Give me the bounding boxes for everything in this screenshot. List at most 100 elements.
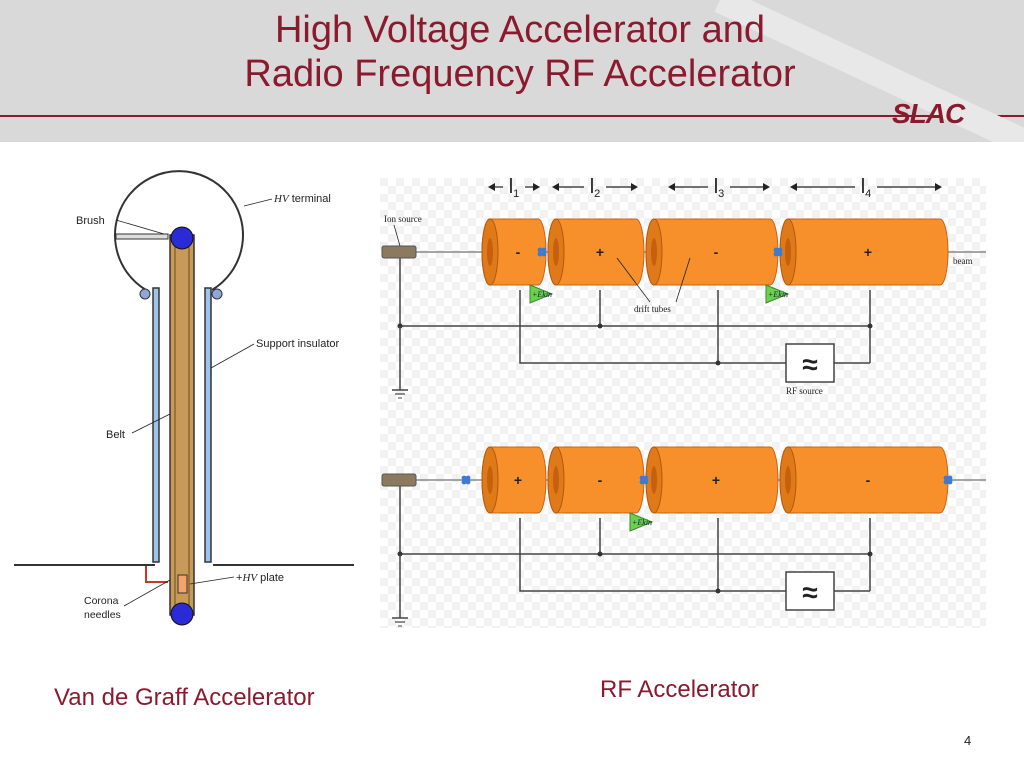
gap-arrowhead	[533, 183, 540, 191]
hv-plate	[177, 574, 188, 594]
slac-logo: SLAC	[892, 98, 965, 129]
gap-arrowhead	[790, 183, 797, 191]
drift-tube	[547, 446, 645, 514]
label-corona-line-2: needles	[84, 609, 121, 621]
tube-polarity: -	[516, 244, 521, 260]
tube-polarity: +	[596, 244, 604, 260]
hv-terminal-dome	[114, 170, 244, 291]
header-decoration	[0, 0, 1024, 142]
drift-tube-bore	[785, 238, 791, 266]
label-hv-plate-prefix: +	[236, 572, 242, 584]
bus-line-lower	[519, 290, 786, 364]
gap-label: l4	[790, 178, 942, 200]
drift-tube	[481, 446, 547, 514]
support-insulator-right	[204, 287, 212, 563]
gap-label-text: l2	[590, 178, 601, 200]
bus-line-upper	[399, 486, 871, 555]
polarity-labels-top: - + - +	[516, 244, 872, 260]
energy-label: +Ekin	[768, 290, 788, 299]
top-pulley	[170, 226, 194, 250]
label-terminal-text: terminal	[289, 193, 331, 205]
belt	[169, 234, 195, 616]
page-number: 4	[964, 733, 972, 748]
junction	[867, 551, 873, 557]
tube-polarity: -	[866, 472, 871, 488]
energy-arrow	[765, 284, 790, 304]
corona-needles	[145, 566, 168, 583]
ion-source-bottom	[381, 473, 417, 487]
stage-top: -+-+ +Ekin +Ekin beam drift tubes ≈ RF s…	[381, 218, 986, 399]
gap-label-text: l1	[509, 178, 520, 200]
drift-tube	[547, 218, 645, 286]
slide-title: High Voltage Accelerator and Radio Frequ…	[120, 8, 920, 96]
tube-polarity: +	[864, 244, 872, 260]
tube-polarity: +	[712, 472, 720, 488]
rf-source-symbol: ≈	[802, 577, 817, 608]
tube-polarity: -	[714, 244, 719, 260]
gap-arrowhead	[935, 183, 942, 191]
drift-tube-bore	[651, 238, 657, 266]
gap-arrowhead	[631, 183, 638, 191]
gap-label-text: l4	[861, 178, 872, 200]
junction	[715, 588, 721, 594]
drift-tubes-top	[481, 218, 949, 286]
van-de-graff-caption: Van de Graff Accelerator	[54, 684, 315, 711]
leader-corona	[123, 579, 171, 607]
gap-arrowhead	[668, 183, 675, 191]
leader-drift-tubes	[616, 257, 651, 303]
drift-tube	[645, 446, 779, 514]
bus-line-upper	[399, 258, 871, 327]
label-hv-italic: HV	[273, 193, 290, 205]
junction	[715, 360, 721, 366]
label-hv-plate: +HV plate	[236, 572, 284, 584]
label-rf-source: RF source	[786, 386, 823, 396]
support-insulator-left	[152, 287, 160, 563]
slide-header: High Voltage Accelerator and Radio Frequ…	[0, 0, 1024, 142]
drift-tube-bore	[487, 466, 493, 494]
rf-accelerator-caption: RF Accelerator	[600, 676, 759, 703]
drift-tube-bore	[553, 238, 559, 266]
drift-tube-bore	[553, 466, 559, 494]
label-support-insulator: Support insulator	[256, 338, 339, 350]
title-line-2: Radio Frequency RF Accelerator	[244, 53, 796, 95]
dome-edge-left	[139, 288, 151, 300]
gap-arrowhead	[552, 183, 559, 191]
rf-source-symbol: ≈	[802, 349, 817, 380]
label-hv-terminal: HV terminal	[273, 193, 331, 205]
leader-hv-terminal	[243, 198, 273, 207]
gap-label: l3	[668, 178, 770, 200]
tube-polarity: -	[598, 472, 603, 488]
gap-length-labels: l1 l2 l3 l4	[488, 178, 942, 200]
drift-tube-body	[779, 446, 949, 514]
tube-polarity: +	[514, 472, 522, 488]
gap-arrowhead	[488, 183, 495, 191]
rf-accelerator-diagram: l1 l2 l3 l4 Ion source - + - + +Ekin +Ekin bea…	[380, 178, 986, 628]
drift-tube-bore	[651, 466, 657, 494]
drift-tubes-bottom	[481, 446, 949, 514]
drift-tube	[481, 218, 547, 286]
leader-drift-tubes	[675, 257, 691, 303]
drift-tube	[645, 218, 779, 286]
header-diagonal	[714, 0, 1024, 142]
gap-label: l2	[552, 178, 638, 200]
label-brush: Brush	[76, 215, 105, 227]
van-de-graff-diagram: Brush HV terminal Support insulator Belt…	[14, 170, 354, 626]
gap-arrowhead	[763, 183, 770, 191]
brush	[115, 233, 169, 240]
label-ion-source: Ion source	[384, 214, 422, 224]
label-hv-plate-italic: HV	[241, 572, 258, 584]
label-belt: Belt	[106, 429, 125, 441]
title-line-1: High Voltage Accelerator and	[274, 9, 766, 51]
rf-source-box	[785, 343, 835, 383]
bottom-pulley	[170, 602, 194, 626]
polarity-labels-bottom: + - + -	[514, 472, 871, 488]
label-hv-plate-text: plate	[257, 572, 284, 584]
junction	[597, 551, 603, 557]
leader-support-insulator	[210, 343, 255, 369]
drift-tube-bore	[785, 466, 791, 494]
energy-arrow	[529, 284, 554, 304]
energy-label: +Ekin	[632, 518, 652, 527]
gap-label-text: l3	[714, 178, 725, 200]
label-beam: beam	[953, 256, 973, 266]
ion-source-top	[381, 245, 417, 259]
